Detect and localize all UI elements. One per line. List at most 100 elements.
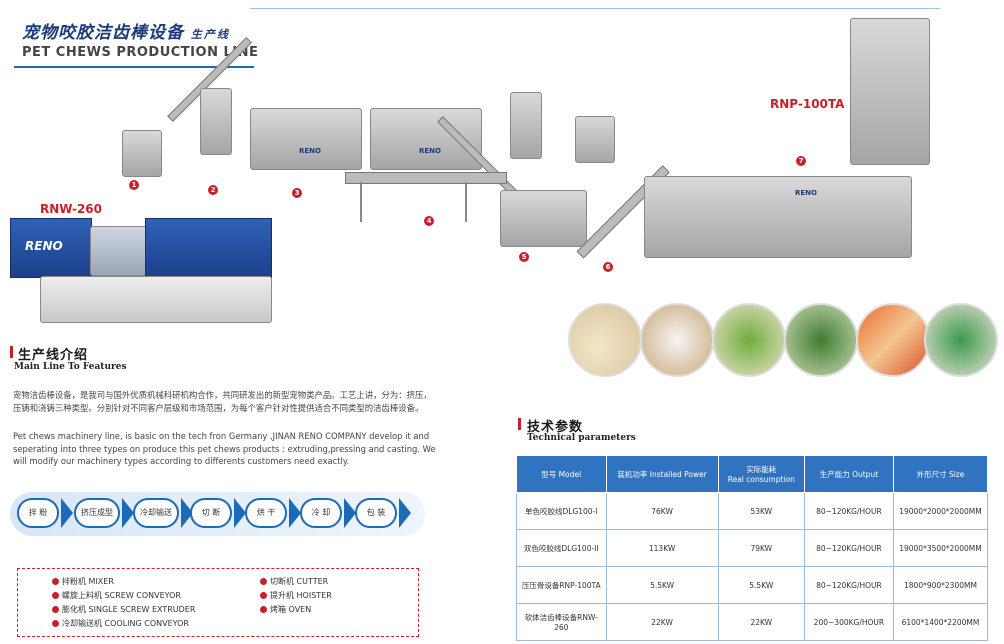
column-header: 生产能力 Output <box>803 455 894 493</box>
section-marker <box>518 418 521 430</box>
flow-step-pack: 包 装 <box>355 498 397 528</box>
extruder-left: RENO <box>250 108 362 170</box>
injection-machine-right-body <box>145 218 272 278</box>
flow-arrow <box>234 498 246 528</box>
mixer-machine-left <box>122 130 162 177</box>
cell: 80~120KG/HOUR <box>803 492 894 530</box>
step-number-6: 6 <box>603 262 613 272</box>
cell: 80~120KG/HOUR <box>803 566 894 604</box>
flow-step-cut: 切 断 <box>190 498 232 528</box>
flow-arrow <box>289 498 301 528</box>
injection-machine-middle <box>90 226 147 276</box>
cell: 22KW <box>717 603 805 641</box>
cell: 76KW <box>605 492 719 530</box>
flow-step-mix: 拌 粉 <box>17 498 59 528</box>
legend-item: 提升机 HOISTER <box>260 590 332 601</box>
flow-step-cool: 冷 却 <box>300 498 342 528</box>
cell: 双色咬胶线DLG100-II <box>516 529 607 567</box>
cell: 5.5KW <box>605 566 719 604</box>
flow-step-cool-convey: 冷却输送 <box>133 498 179 528</box>
conveyor-leg <box>465 182 467 222</box>
column-header: 实际能耗 Real consumption <box>717 455 805 493</box>
table-row: 双色咬胶线DLG100-II 113KW 79KW 80~120KG/HOUR … <box>516 529 989 567</box>
step-number-3: 3 <box>292 188 302 198</box>
cell: 80~120KG/HOUR <box>803 529 894 567</box>
step-number-4: 4 <box>424 216 434 226</box>
legend-item: 冷却输送机 COOLING CONVEYOR <box>52 618 189 629</box>
cell: 53KW <box>717 492 805 530</box>
product-photo-chew-sticks <box>568 303 642 377</box>
flow-step-dry: 烘 干 <box>245 498 287 528</box>
legend-item: 螺旋上料机 SCREW CONVEYOR <box>52 590 181 601</box>
tech-heading-cn: 技术参数 <box>527 420 584 435</box>
oven-brand: RENO <box>795 189 817 197</box>
cell: 6100*1400*2200MM <box>892 603 989 641</box>
cooling-conveyor <box>345 172 507 184</box>
cell: 5.5KW <box>717 566 805 604</box>
step-number-1: 1 <box>129 180 139 190</box>
injection-machine-blue-body: RENO <box>10 218 92 278</box>
flow-arrow <box>399 498 411 528</box>
legend-item: 拌粉机 MIXER <box>52 576 114 587</box>
cutter-machine <box>500 190 587 247</box>
control-cabinet-left <box>200 88 232 155</box>
legend-item: 烤箱 OVEN <box>260 604 311 615</box>
mixer-machine-right <box>575 116 615 163</box>
legend-item: 切断机 CUTTER <box>260 576 328 587</box>
product-photo-dog <box>640 303 714 377</box>
step-number-2: 2 <box>208 185 218 195</box>
table-row: 压压骨设备RNP-100TA 5.5KW 5.5KW 80~120KG/HOUR… <box>516 566 989 604</box>
intro-paragraph-en: Pet chews machinery line, is basic on th… <box>13 431 436 466</box>
flow-arrow <box>181 498 193 528</box>
tech-parameters-table: 型号 Model 装机功率 Installed Power 实际能耗 Real … <box>516 455 989 641</box>
page-title-en: PET CHEWS PRODUCTION LINE <box>22 45 259 60</box>
column-header: 型号 Model <box>516 455 607 493</box>
section-marker <box>10 346 13 358</box>
injection-brand: RENO <box>25 239 63 253</box>
cell: 1800*900*2300MM <box>892 566 989 604</box>
table-header-row: 型号 Model 装机功率 Installed Power 实际能耗 Real … <box>516 455 989 493</box>
flow-arrow <box>344 498 356 528</box>
cell: 单色咬胶线DLG100-I <box>516 492 607 530</box>
flow-arrow <box>122 498 134 528</box>
oven-machine: RENO <box>644 176 912 258</box>
cell: 19000*2000*2000MM <box>892 492 989 530</box>
intro-heading-en: Main Line To Features <box>14 362 127 372</box>
header-underline <box>14 66 254 68</box>
page-title-cn: 宠物咬胶洁齿棒设备 生产线 <box>22 23 230 43</box>
page-title-cn-suffix: 生产线 <box>190 28 230 41</box>
flow-arrow <box>61 498 73 528</box>
product-photo-green-chews <box>784 303 858 377</box>
step-number-7: 7 <box>796 156 806 166</box>
cell: 79KW <box>717 529 805 567</box>
step-number-5: 5 <box>519 252 529 262</box>
extruder-brand-left: RENO <box>299 147 321 155</box>
conveyor-leg <box>360 182 362 222</box>
equipment-legend <box>17 568 419 637</box>
model-label-rnw: RNW-260 <box>40 202 103 216</box>
header-top-rule <box>250 8 940 9</box>
cell: 19000*3500*2000MM <box>892 529 989 567</box>
model-label-rnp: RNP-100TA <box>770 97 845 111</box>
cell: 软体洁齿棒设备RNW-260 <box>516 603 607 641</box>
product-photo-twist-sticks <box>856 303 930 377</box>
cell: 200~300KG/HOUR <box>803 603 894 641</box>
legend-item: 膨化机 SINGLE SCREW EXTRUDER <box>52 604 195 615</box>
cell: 22KW <box>605 603 719 641</box>
control-cabinet-right <box>510 92 542 159</box>
injection-machine-base <box>40 276 272 323</box>
tech-heading-en: Technical parameters <box>527 433 636 443</box>
column-header: 装机功率 Installed Power <box>605 455 719 493</box>
product-photo-shaped-treats <box>924 303 998 377</box>
hydraulic-press-machine <box>850 18 930 165</box>
intro-paragraph-cn: 宠物洁齿棒设备，是我司与国外优质机械科研机构合作，共同研发出的新型宠物类产品。工… <box>13 390 432 413</box>
column-header: 外形尺寸 Size <box>892 455 989 493</box>
cell: 113KW <box>605 529 719 567</box>
table-row: 软体洁齿棒设备RNW-260 22KW 22KW 200~300KG/HOUR … <box>516 603 989 641</box>
cell: 压压骨设备RNP-100TA <box>516 566 607 604</box>
table-row: 单色咬胶线DLG100-I 76KW 53KW 80~120KG/HOUR 19… <box>516 492 989 530</box>
intro-heading-cn: 生产线介绍 <box>18 348 89 363</box>
extruder-brand-right: RENO <box>419 147 441 155</box>
product-photo-dental-bone <box>712 303 786 377</box>
flow-step-extrude: 挤压成型 <box>74 498 120 528</box>
